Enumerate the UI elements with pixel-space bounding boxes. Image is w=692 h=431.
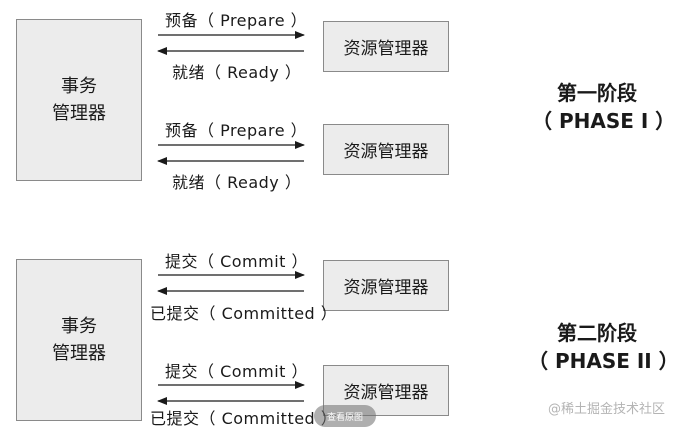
rm-label: 资源管理器 (343, 383, 429, 403)
rm-label: 资源管理器 (343, 39, 429, 59)
ready-label-a: 就绪（ Ready ） (172, 63, 302, 82)
rm-label: 资源管理器 (343, 278, 429, 298)
resource-manager-box-phase1-b: 资源管理器 (323, 124, 449, 175)
tm-label-line2: 管理器 (52, 343, 106, 364)
resource-manager-box-phase1-a: 资源管理器 (323, 21, 449, 72)
resource-manager-box-phase2-a: 资源管理器 (323, 260, 449, 311)
tm-label-line2: 管理器 (52, 103, 106, 124)
phase1-subtitle: （ PHASE I ） (532, 109, 676, 133)
watermark: @稀土掘金技术社区 (548, 402, 666, 417)
tm-label-line1: 事务 (61, 76, 97, 97)
transaction-manager-box-phase1: 事务 管理器 (16, 19, 142, 181)
phase2-subtitle: （ PHASE II ） (528, 349, 679, 373)
prepare-label-a: 预备（ Prepare ） (165, 11, 308, 30)
phase2-title: 第二阶段 (557, 321, 637, 345)
tm-label-line1: 事务 (61, 316, 97, 337)
commit-label-a: 提交（ Commit ） (165, 252, 309, 271)
transaction-manager-box-phase2: 事务 管理器 (16, 259, 142, 421)
view-original-button[interactable]: 查看原图 (314, 405, 376, 427)
prepare-label-b: 预备（ Prepare ） (165, 121, 308, 140)
phase1-title: 第一阶段 (557, 81, 637, 105)
ready-label-b: 就绪（ Ready ） (172, 173, 302, 192)
commit-label-b: 提交（ Commit ） (165, 362, 309, 381)
rm-label: 资源管理器 (343, 142, 429, 162)
committed-label-a: 已提交（ Committed ） (150, 304, 338, 323)
